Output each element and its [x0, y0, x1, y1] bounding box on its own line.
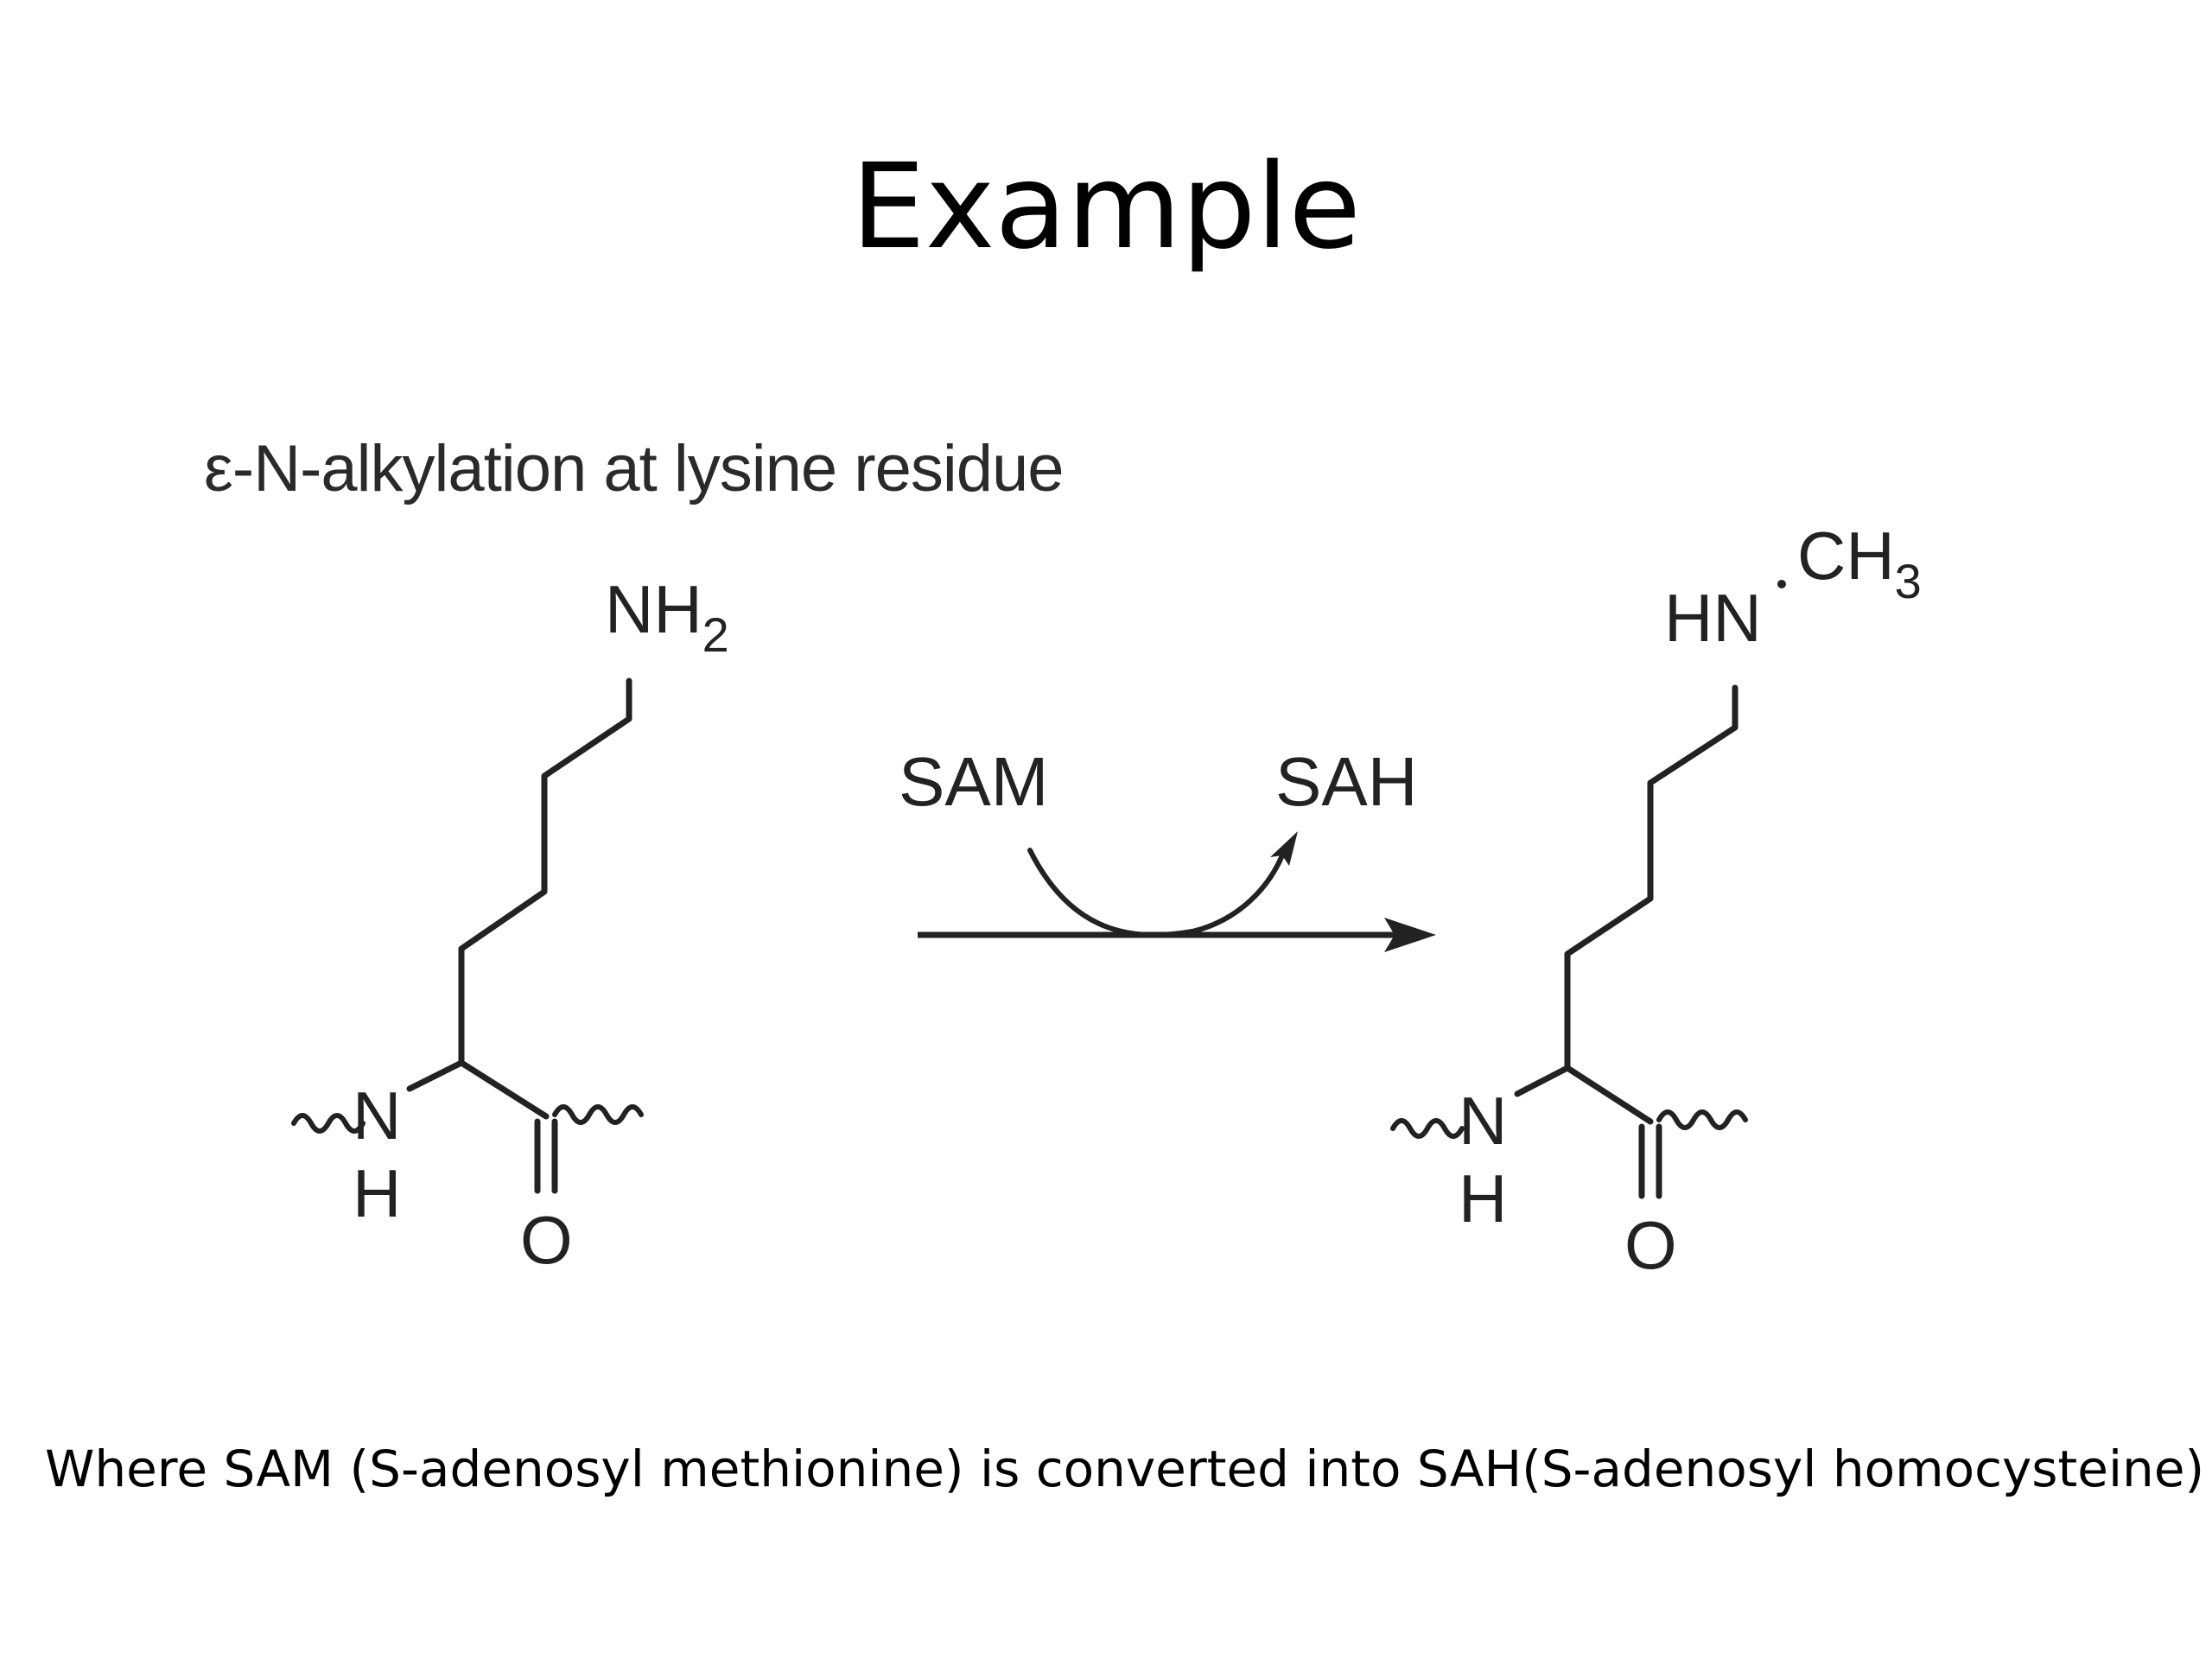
reactant-carbonyl-o: O	[520, 1202, 573, 1278]
product-amine-label: HN	[1664, 580, 1762, 656]
reactant-wavy-left	[291, 1113, 365, 1134]
reactant-backbone-n: N	[353, 1077, 401, 1154]
reactant-structure	[291, 677, 644, 1194]
reactant-side-chain	[458, 677, 632, 1066]
product-ca-n-bond	[1514, 1065, 1571, 1097]
reactant-wavy-right	[552, 1104, 644, 1125]
slide-subtitle: ε-N-alkylation at lysine residue	[204, 432, 1065, 505]
product-n-methyl-bond	[1777, 580, 1786, 588]
reactant-backbone-h: H	[353, 1155, 401, 1231]
reactant-ca-n-bond	[406, 1059, 465, 1092]
product-ca-c-bond	[1564, 1065, 1654, 1125]
product-labels: HN CH3 N H O	[1459, 518, 1922, 1283]
cofactor-arrow-head	[1270, 831, 1298, 866]
reactant-labels: NH2 N H O	[353, 571, 729, 1278]
cofactor-out-label: SAH	[1275, 743, 1418, 820]
reactant-amine-label: NH2	[605, 571, 729, 662]
reactant-ca-c-bond	[458, 1059, 550, 1120]
slide-caption: Where SAM (S-adenosyl methionine) is con…	[45, 1440, 2205, 1498]
cofactor-curved-arrow	[1027, 844, 1288, 938]
product-methyl-label: CH3	[1797, 518, 1922, 608]
product-side-chain	[1564, 684, 1738, 1071]
cofactor-in-label: SAM	[899, 743, 1048, 820]
product-wavy-left	[1390, 1118, 1465, 1139]
product-backbone-h: H	[1459, 1160, 1507, 1236]
product-structure	[1390, 684, 1748, 1199]
reaction-arrow-head	[1384, 918, 1436, 952]
product-wavy-right	[1656, 1109, 1748, 1130]
product-carbonyl-o: O	[1624, 1207, 1677, 1283]
slide-title: Example	[850, 139, 1362, 276]
product-backbone-n: N	[1459, 1083, 1507, 1159]
reaction-arrow-group: SAM SAH	[899, 743, 1436, 952]
